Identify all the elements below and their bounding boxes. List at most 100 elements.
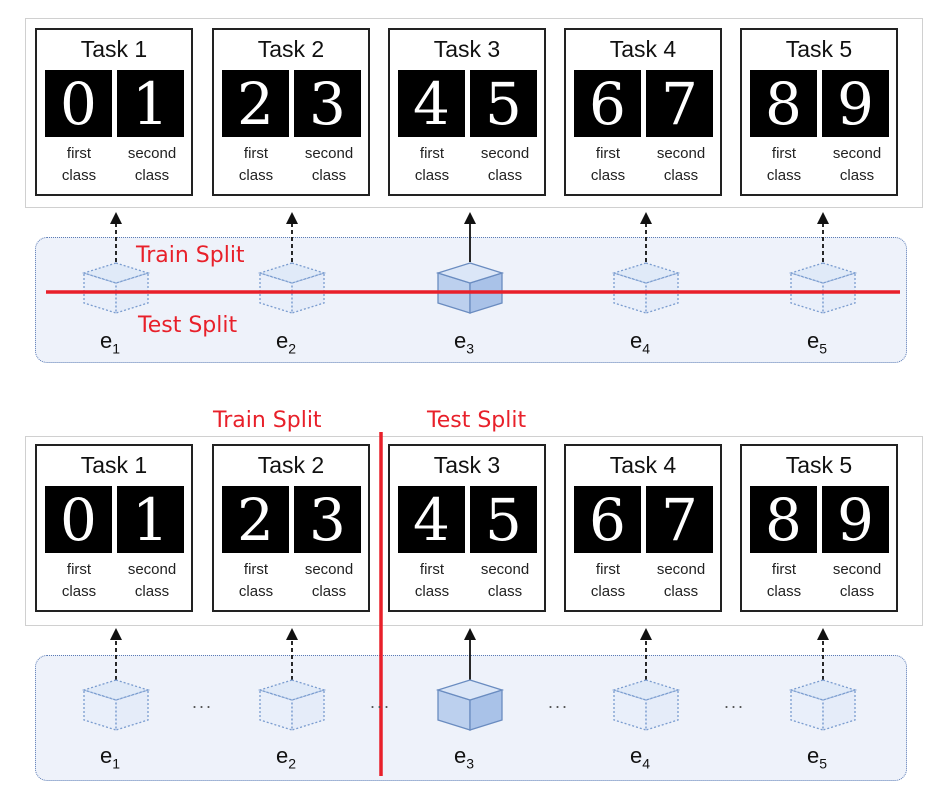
second-class-line1: second xyxy=(480,145,530,162)
env-base: e xyxy=(276,328,289,353)
task-title: Task 4 xyxy=(609,452,677,478)
env-base: e xyxy=(807,328,820,353)
arrow-head xyxy=(640,628,652,640)
digit-image-first: 6 xyxy=(574,486,641,554)
env-subscript: 2 xyxy=(288,340,297,357)
second-class-line1: second xyxy=(480,561,530,578)
env-subscript: 1 xyxy=(112,755,121,772)
cube-icon xyxy=(611,679,681,731)
cube-top-face xyxy=(435,679,505,701)
first-class-line2: class xyxy=(590,167,626,184)
env-subscript: 4 xyxy=(642,755,651,772)
first-class-line2: class xyxy=(766,167,802,184)
cube-top-face xyxy=(611,679,681,701)
first-class-line1: first xyxy=(419,145,445,162)
second-class-label: second class xyxy=(291,559,367,603)
second-class-line2: class xyxy=(663,583,699,600)
arrow-head xyxy=(464,212,476,224)
cube-top-face xyxy=(257,679,327,701)
digit-image-second: 3 xyxy=(294,70,361,138)
digit-image-first: 8 xyxy=(750,70,817,138)
digit-image-second: 3 xyxy=(294,486,361,554)
environment-label-3: e3 xyxy=(454,743,474,771)
env-base: e xyxy=(100,743,113,768)
first-class-line1: first xyxy=(771,145,797,162)
second-class-line1: second xyxy=(304,561,354,578)
task-title: Task 1 xyxy=(80,452,148,478)
second-class-line1: second xyxy=(656,561,706,578)
second-class-line2: class xyxy=(487,167,523,184)
arrow-up-icon xyxy=(640,212,652,262)
second-class-label: second class xyxy=(467,143,543,187)
task-title: Task 2 xyxy=(257,452,325,478)
cube-icon xyxy=(788,262,858,314)
first-class-line2: class xyxy=(238,583,274,600)
digit-image-second: 1 xyxy=(117,70,184,138)
task-title: Task 3 xyxy=(433,36,501,62)
env-base: e xyxy=(630,743,643,768)
cube-top-face xyxy=(81,679,151,701)
environment-label-4: e4 xyxy=(630,328,650,356)
digit-image-first: 4 xyxy=(398,70,465,138)
env-subscript: 1 xyxy=(112,340,121,357)
ellipsis-2: ... xyxy=(370,692,392,712)
digit-image-first: 2 xyxy=(222,70,289,138)
task-title: Task 1 xyxy=(80,36,148,62)
cube-right-face xyxy=(115,689,149,731)
second-class-line2: class xyxy=(311,583,347,600)
first-class-line1: first xyxy=(419,561,445,578)
second-class-line2: class xyxy=(487,583,523,600)
arrow-head xyxy=(640,212,652,224)
env-subscript: 2 xyxy=(288,755,297,772)
second-class-line1: second xyxy=(832,145,882,162)
cube-right-face xyxy=(291,689,325,731)
cube-left-face xyxy=(83,689,117,731)
second-class-line2: class xyxy=(839,167,875,184)
cube-right-face xyxy=(822,689,856,731)
env-subscript: 5 xyxy=(819,340,828,357)
digit-image-first: 0 xyxy=(45,70,112,138)
first-class-line1: first xyxy=(243,145,269,162)
second-class-line2: class xyxy=(134,583,170,600)
arrow-up-icon xyxy=(817,628,829,680)
arrow-head xyxy=(817,212,829,224)
arrow-up-icon xyxy=(286,628,298,680)
task-title: Task 4 xyxy=(609,36,677,62)
second-class-line2: class xyxy=(663,167,699,184)
arrow-up-icon xyxy=(640,628,652,680)
first-class-line2: class xyxy=(61,167,97,184)
cube-top-face xyxy=(788,679,858,701)
ellipsis-4: ... xyxy=(724,692,746,712)
env-base: e xyxy=(276,743,289,768)
arrow-up-icon xyxy=(110,628,122,680)
environment-label-2: e2 xyxy=(276,743,296,771)
env-base: e xyxy=(807,743,820,768)
bottom-test-split-label: Test Split xyxy=(427,408,527,433)
digit-image-first: 6 xyxy=(574,70,641,138)
arrow-head xyxy=(817,628,829,640)
cube-top-face xyxy=(257,262,327,284)
second-class-line1: second xyxy=(832,561,882,578)
second-class-label: second class xyxy=(819,143,895,187)
environment-label-4: e4 xyxy=(630,743,650,771)
cube-icon xyxy=(611,262,681,314)
first-class-label: first class xyxy=(746,143,822,187)
ellipsis-3: ... xyxy=(548,692,570,712)
environment-label-2: e2 xyxy=(276,328,296,356)
cube-top-face xyxy=(81,262,151,284)
arrow-up-icon xyxy=(286,212,298,262)
